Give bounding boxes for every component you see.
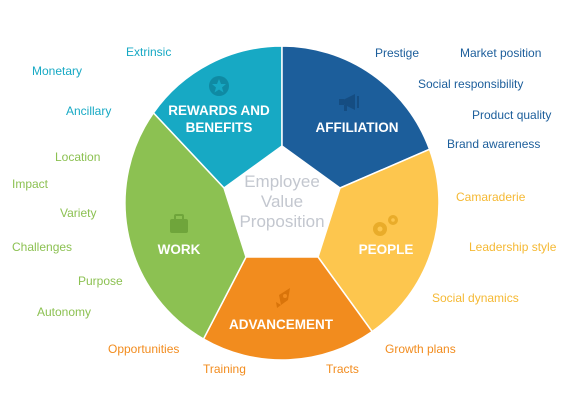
label-extrinsic: Extrinsic [126,45,171,59]
center-title-line3: Proposition [239,212,324,231]
segment-people [317,148,440,333]
advancement-title: ADVANCEMENT [229,317,334,332]
label-ancillary: Ancillary [66,104,111,118]
megaphone-icon [339,94,359,111]
center-title-line2: Value [261,192,303,211]
rewards-title-line2: BENEFITS [186,120,253,135]
label-purpose: Purpose [78,274,123,288]
label-opportunities: Opportunities [108,342,179,356]
label-social-dynamics: Social dynamics [432,291,519,305]
gears-icon [373,215,398,236]
affiliation-title: AFFILIATION [316,120,399,135]
label-market-position: Market position [460,46,541,60]
label-social-responsibility: Social responsibility [418,77,523,91]
label-tracts: Tracts [326,362,359,376]
label-monetary: Monetary [32,64,82,78]
label-autonomy: Autonomy [37,305,91,319]
people-title: PEOPLE [359,242,414,257]
work-title: WORK [158,242,201,257]
label-growth-plans: Growth plans [385,342,456,356]
briefcase-icon [170,214,188,233]
label-variety: Variety [60,206,96,220]
rocket-icon [276,288,290,308]
label-impact: Impact [12,177,49,191]
rewards-title-line1: REWARDS AND [168,103,270,118]
label-location: Location [55,150,100,164]
label-brand-awareness: Brand awareness [447,137,540,151]
label-training: Training [203,362,246,376]
center-title-line1: Employee [244,172,320,191]
label-prestige: Prestige [375,46,419,60]
center-pentagon [224,146,340,257]
star-icon [209,76,229,96]
segment-people-shape [317,148,440,333]
label-leadership-style: Leadership style [469,240,557,254]
label-camaraderie: Camaraderie [456,190,526,204]
label-challenges: Challenges [12,240,72,254]
label-product-quality: Product quality [472,108,551,122]
